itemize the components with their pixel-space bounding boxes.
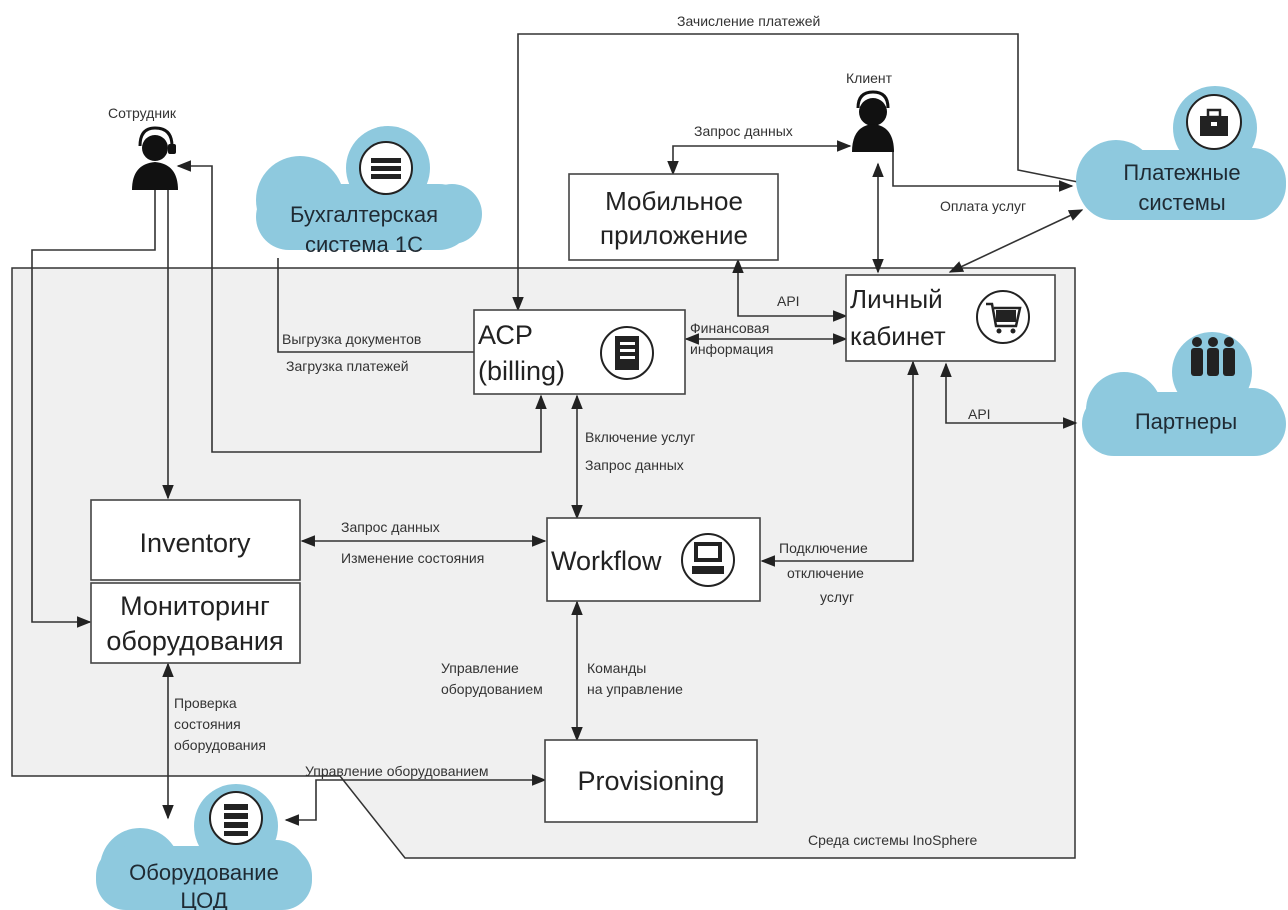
edge-mobile-cabinet-api (732, 258, 848, 322)
box-monitoring-line2: оборудования (106, 626, 283, 656)
cloud-payment-systems: Платежные системы (1076, 86, 1286, 220)
box-provisioning: Provisioning (544, 739, 758, 823)
cloud-datacenter-line2: ЦОД (180, 888, 227, 910)
cloud-accounting-line2: система 1С (305, 232, 423, 257)
briefcase-icon (1186, 94, 1242, 150)
box-inventory-line1: Inventory (139, 528, 251, 558)
box-equipment-monitoring: Мониторинг оборудования (90, 582, 301, 664)
cloud-accounting-line1: Бухгалтерская (290, 202, 438, 227)
edge-equip-mgmt-label-2: оборудованием (441, 681, 543, 697)
environment-label: Среда системы InoSphere (808, 832, 977, 848)
actor-client: Клиент (846, 70, 894, 152)
box-inventory: Inventory (90, 499, 301, 581)
box-workflow-line1: Workflow (551, 546, 662, 576)
box-mobile-line1: Мобильное (605, 186, 743, 216)
operator-headset-icon (132, 126, 178, 190)
edge-check-label-2: состояния (174, 716, 241, 732)
actor-employee-label: Сотрудник (108, 105, 177, 121)
shopping-cart-icon (976, 290, 1030, 344)
box-cabinet-line1: Личный (850, 284, 943, 314)
edge-commands-label-1: Команды (587, 660, 646, 676)
edge-payments-import-label: Загрузка платежей (286, 358, 409, 374)
people-group-icon (1191, 337, 1235, 376)
edge-check-label-1: Проверка (174, 695, 237, 711)
box-mobile-line2: приложение (600, 220, 748, 250)
edge-provisioning-datacenter (284, 774, 547, 826)
document-stack-icon (359, 141, 413, 195)
cloud-payments-line2: системы (1138, 190, 1225, 215)
edge-client-payments (892, 150, 1074, 192)
edge-connect-label-3: услуг (820, 589, 854, 605)
cloud-partners-line1: Партнеры (1135, 409, 1237, 434)
edge-equip-mgmt-bottom-label: Управление оборудованием (305, 763, 488, 779)
server-rack-icon (209, 791, 263, 845)
cloud-payments-line1: Платежные (1123, 160, 1240, 185)
edge-data-request-top-label: Запрос данных (694, 123, 793, 139)
edge-check-label-3: оборудования (174, 737, 266, 753)
edge-payment-credit (512, 33, 1079, 312)
cloud-accounting-system: Бухгалтерская система 1С (256, 126, 482, 257)
edge-payment-credit-label: Зачисление платежей (677, 13, 820, 29)
box-cabinet-line2: кабинет (850, 321, 946, 351)
actor-employee: Сотрудник (108, 105, 178, 190)
edge-commands-label-2: на управление (587, 681, 683, 697)
edge-connect-label-1: Подключение (779, 540, 868, 556)
box-mobile-app: Мобильное приложение (568, 173, 779, 261)
cloud-datacenter-equipment: Оборудование ЦОД (96, 784, 312, 910)
notebook-icon (600, 326, 654, 380)
edge-financial-info-label-2: информация (690, 341, 773, 357)
edge-financial-info-label-1: Финансовая (690, 320, 769, 336)
edge-api-partners-label: API (968, 406, 991, 422)
edge-employee-monitoring (31, 170, 161, 628)
edge-inv-data-request-label: Запрос данных (341, 519, 440, 535)
box-acp-billing: АСР (billing) (473, 309, 686, 395)
box-monitoring-line1: Мониторинг (120, 591, 270, 621)
box-workflow: Workflow (546, 517, 761, 602)
edge-service-enable-label: Включение услуг (585, 429, 695, 445)
edge-docs-export-label: Выгрузка документов (282, 331, 421, 347)
edge-cabinet-partners (940, 362, 1078, 429)
edge-service-payment-label: Оплата услуг (940, 198, 1026, 214)
edge-api-cabinet-label: API (777, 293, 800, 309)
edge-cabinet-workflow (760, 360, 919, 567)
edge-mobile-client (667, 140, 852, 176)
box-acp-line1: АСР (478, 320, 533, 350)
edge-payments-cabinet (948, 209, 1084, 273)
edge-state-change-label: Изменение состояния (341, 550, 484, 566)
box-personal-cabinet: Личный кабинет (845, 274, 1056, 362)
edge-data-request-mid-label: Запрос данных (585, 457, 684, 473)
edge-acp-employee (176, 160, 547, 453)
cloud-partners: Партнеры (1082, 332, 1286, 456)
edge-equip-mgmt-label-1: Управление (441, 660, 519, 676)
box-acp-line2: (billing) (478, 356, 565, 386)
person-headset-icon (852, 90, 894, 152)
cloud-datacenter-line1: Оборудование (129, 860, 279, 885)
actor-client-label: Клиент (846, 70, 893, 86)
computer-icon (681, 533, 735, 587)
box-provisioning-line1: Provisioning (577, 766, 724, 796)
edge-connect-label-2: отключение (787, 565, 864, 581)
